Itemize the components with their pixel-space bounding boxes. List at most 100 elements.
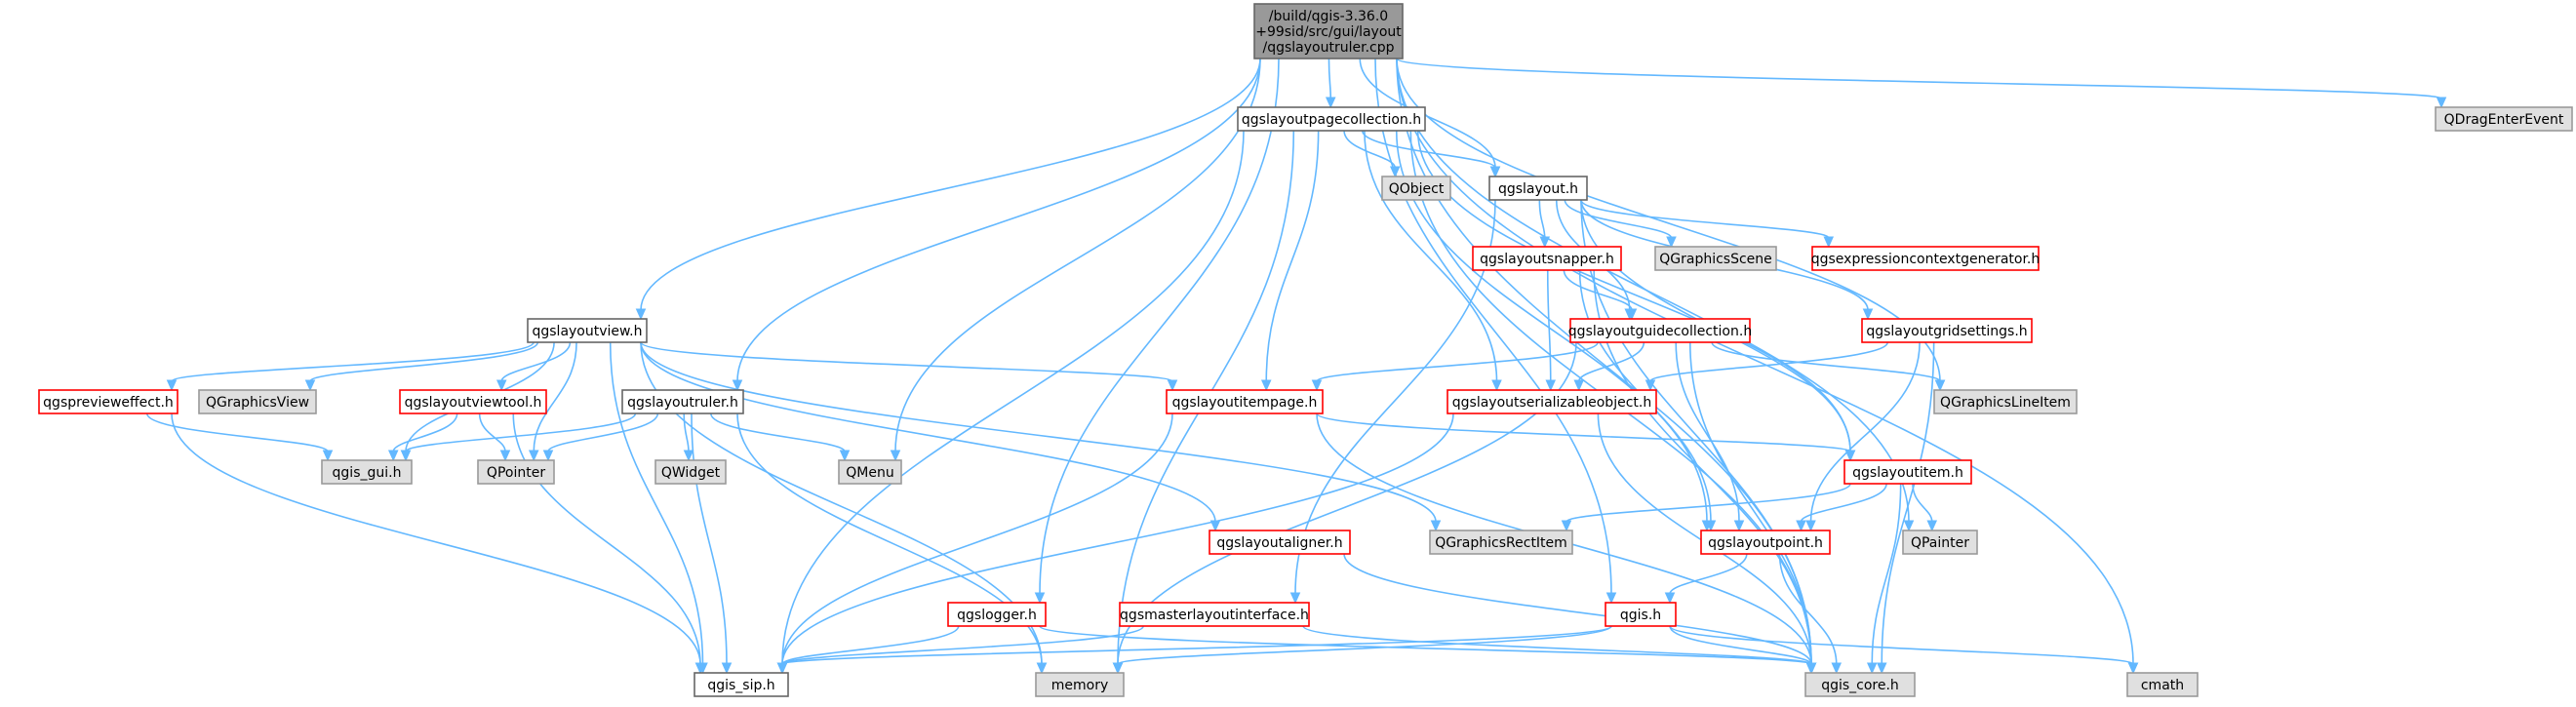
node-label: qgis.h	[1620, 608, 1661, 623]
node-label: QWidget	[661, 465, 721, 481]
node-root[interactable]: /build/qgis-3.36.0+99sid/src/gui/layout/…	[1253, 3, 1404, 59]
node-box	[1605, 602, 1677, 627]
node-label: /qgslayoutruler.cpp	[1263, 40, 1395, 56]
node-qgslayoutgridsettings_h[interactable]: qgslayoutgridsettings.h	[1861, 318, 2033, 343]
node-box	[1488, 176, 1588, 201]
node-qgslogger_h[interactable]: qgslogger.h	[947, 602, 1047, 627]
node-box	[1654, 246, 1777, 271]
node-qgsmasterlayoutinterface_h[interactable]: qgsmasterlayoutinterface.h	[1119, 602, 1310, 627]
edge-qgslayoutruler_h-to-qmenu	[710, 412, 851, 462]
edge-qgslayoutruler_h-to-qpointer	[542, 412, 659, 462]
node-label: qgslayoutaligner.h	[1216, 535, 1342, 551]
node-qobject[interactable]: QObject	[1381, 176, 1451, 201]
node-label: qgslayoutserializableobject.h	[1452, 395, 1651, 411]
node-qgspreviewеffect_h[interactable]: qgspreviewеffect.h	[38, 389, 178, 414]
node-qgslayoutview_h[interactable]: qgslayoutview.h	[527, 318, 648, 343]
node-label: qgslayoutview.h	[532, 324, 642, 339]
edge-qgslayoutitem_h-to-qgis_core_h	[1866, 483, 1902, 675]
node-label: qgslayout.h	[1498, 181, 1578, 197]
edge-qgslayoutviewtool_h-to-qgis_sip_h	[512, 412, 706, 675]
edge-qgis_h-to-cmath	[1669, 625, 2139, 675]
node-qgslayoutitempage_h[interactable]: qgslayoutitempage.h	[1166, 389, 1324, 414]
edge-qgslayoutview_h-to-qgslayoutviewtool_h	[495, 341, 572, 392]
node-box	[1035, 672, 1125, 697]
node-label: QDragEnterEvent	[2444, 112, 2564, 128]
node-qmenu[interactable]: QMenu	[838, 459, 902, 485]
node-label: qgis_gui.h	[333, 465, 402, 481]
node-label: QGraphicsLineItem	[1940, 395, 2071, 411]
node-qpainter[interactable]: QPainter	[1902, 530, 1978, 555]
edge-root-to-qgslogger_h	[1034, 58, 1280, 605]
node-box	[1429, 530, 1573, 555]
node-qgslayoutaligner_h[interactable]: qgslayoutaligner.h	[1209, 530, 1351, 555]
edge-qgslayoutsnapper_h-to-qgslayoutguidecollection_h	[1563, 269, 1638, 321]
node-qgraphicsview[interactable]: QGraphicsView	[198, 389, 317, 414]
node-box	[38, 389, 178, 414]
node-qwidget[interactable]: QWidget	[654, 459, 727, 485]
edge-qgslayoutview_h-to-qpointer	[528, 341, 577, 462]
edge-qgslayoutitem_h-to-qgraphicsrectitem	[1561, 483, 1851, 532]
node-box	[694, 672, 789, 697]
edge-qgsmasterlayoutinterface_h-to-qgis_sip_h	[776, 625, 1145, 675]
node-qgslayoutruler_h[interactable]: qgslayoutruler.h	[621, 389, 744, 414]
node-box	[527, 318, 648, 343]
node-qpointer[interactable]: QPointer	[477, 459, 555, 485]
edge-qgslayoutsnapper_h-to-qgslayoutserializableobject_h	[1545, 269, 1557, 392]
node-qgslayoutsnapper_h[interactable]: qgslayoutsnapper.h	[1472, 246, 1622, 271]
node-label: qgslayoutsnapper.h	[1480, 252, 1614, 267]
node-label: qgslayoutgridsettings.h	[1866, 324, 2027, 339]
node-label: qgis_sip.h	[707, 678, 774, 693]
edge-qgslayoutpagecollection_h-to-qobject	[1343, 130, 1401, 178]
edge-qgis_h-to-memory	[1112, 625, 1612, 675]
node-box	[1119, 602, 1310, 627]
node-box	[1381, 176, 1451, 201]
node-label: QPointer	[487, 465, 545, 481]
edge-qgslayoutruler_h-to-qgis_gui_h	[400, 412, 637, 462]
node-qgis_sip_h[interactable]: qgis_sip.h	[694, 672, 789, 697]
edge-qgslayoutgridsettings_h-to-qgslayoutserializableobject_h	[1645, 341, 1889, 392]
node-qgis_gui_h[interactable]: qgis_gui.h	[321, 459, 413, 485]
node-qgslayoutserializableobject_h[interactable]: qgslayoutserializableobject.h	[1447, 389, 1657, 414]
edge-qgslayout_h-to-qgsexpressioncontextgenerator_h	[1580, 199, 1835, 249]
node-qgraphicsrectitem[interactable]: QGraphicsRectItem	[1429, 530, 1573, 555]
node-memory[interactable]: memory	[1035, 672, 1125, 697]
edge-qgslayoutserializableobject_h-to-qgis_sip_h	[776, 412, 1454, 675]
node-qgslayoutpagecollection_h[interactable]: qgslayoutpagecollection.h	[1237, 106, 1426, 132]
node-qgis_h[interactable]: qgis.h	[1605, 602, 1677, 627]
edge-qgslayoutview_h-to-qgraphicsrectitem	[640, 341, 1442, 532]
node-box	[1209, 530, 1351, 555]
edge-qgslayoutpagecollection_h-to-qgslayout_h	[1362, 130, 1501, 178]
edge-qgis_h-to-qgis_sip_h	[776, 625, 1612, 675]
node-qgraphicsscene[interactable]: QGraphicsScene	[1654, 246, 1777, 271]
node-label: qgsexpressioncontextgenerator.h	[1811, 252, 2041, 267]
node-cmath[interactable]: cmath	[2126, 672, 2199, 697]
node-box	[1253, 3, 1404, 59]
node-qgis_core_h[interactable]: qgis_core.h	[1804, 672, 1916, 697]
edge-qgslayoutgridsettings_h-to-qgslayoutpoint_h	[1805, 341, 1921, 532]
node-box	[621, 389, 744, 414]
node-label: qgslayoutitem.h	[1852, 465, 1963, 481]
node-box	[477, 459, 555, 485]
edge-qgslayoutruler_h-to-qwidget	[683, 412, 694, 462]
edge-root-to-qdragenterevent	[1396, 58, 2447, 109]
node-qgslayoutpoint_h[interactable]: qgslayoutpoint.h	[1700, 530, 1831, 555]
edge-root-to-qgslayoutpagecollection_h	[1325, 58, 1336, 109]
node-box	[2435, 106, 2573, 132]
node-box	[1237, 106, 1426, 132]
edge-root-to-qgslayoutruler_h	[732, 58, 1261, 392]
node-box	[1843, 459, 1972, 485]
node-qgslayout_h[interactable]: qgslayout.h	[1488, 176, 1588, 201]
node-qgraphicslineitem[interactable]: QGraphicsLineItem	[1933, 389, 2078, 414]
edge-qgis_h-to-qgis_core_h	[1669, 625, 1817, 675]
node-qgslayoutitem_h[interactable]: qgslayoutitem.h	[1843, 459, 1972, 485]
node-qgsexpressioncontextgenerator_h[interactable]: qgsexpressioncontextgenerator.h	[1811, 246, 2041, 271]
edge-qgslayoutviewtool_h-to-qpointer	[478, 412, 511, 462]
node-qgslayoutviewtool_h[interactable]: qgslayoutviewtool.h	[399, 389, 547, 414]
node-box	[321, 459, 413, 485]
node-box	[838, 459, 902, 485]
edge-qgslayoutitem_h-to-qpainter	[1912, 483, 1938, 532]
node-qgslayoutguidecollection_h[interactable]: qgslayoutguidecollection.h	[1568, 318, 1752, 343]
edge-qgslayoutaligner_h-to-qgis_core_h	[1343, 553, 1817, 675]
node-qdragenterevent[interactable]: QDragEnterEvent	[2435, 106, 2573, 132]
node-label: qgslogger.h	[957, 608, 1037, 623]
